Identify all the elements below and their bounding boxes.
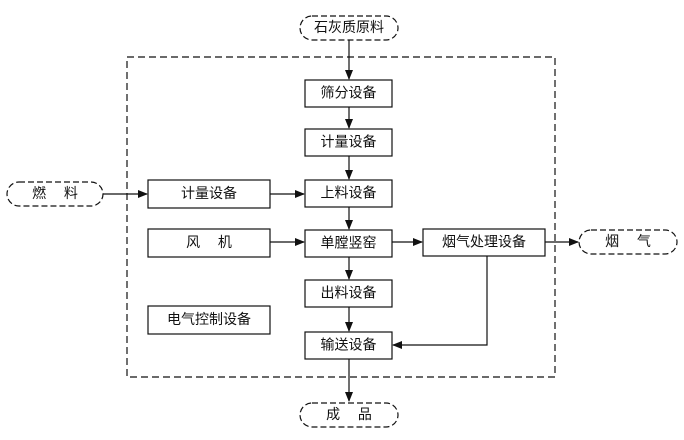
terminal-product-label: 成 品 bbox=[326, 407, 372, 423]
box-electrical-control: 电气控制设备 bbox=[147, 305, 271, 335]
box-metering-top-label: 计量设备 bbox=[321, 134, 377, 151]
box-conveying: 输送设备 bbox=[304, 331, 393, 360]
box-electrical-control-label: 电气控制设备 bbox=[167, 311, 251, 328]
terminal-flue-gas: 烟 气 bbox=[578, 229, 678, 255]
box-kiln: 单膛竖窑 bbox=[304, 229, 393, 258]
box-fan: 风 机 bbox=[147, 228, 271, 258]
box-flue-gas-treatment-label: 烟气处理设备 bbox=[442, 234, 526, 251]
box-discharge-label: 出料设备 bbox=[321, 285, 377, 302]
terminal-flue-gas-label: 烟 气 bbox=[605, 234, 651, 250]
edge-flue-treatment-to-conveying bbox=[392, 256, 488, 349]
box-feeding-label: 上料设备 bbox=[321, 185, 377, 202]
box-metering-top: 计量设备 bbox=[304, 128, 393, 157]
terminal-raw-material-label: 石灰质原料 bbox=[314, 20, 384, 36]
box-kiln-label: 单膛竖窑 bbox=[321, 235, 377, 252]
box-screening: 筛分设备 bbox=[304, 79, 393, 108]
terminal-raw-material: 石灰质原料 bbox=[299, 15, 399, 41]
box-fuel-metering: 计量设备 bbox=[147, 179, 271, 209]
box-fuel-metering-label: 计量设备 bbox=[181, 185, 237, 202]
box-flue-gas-treatment: 烟气处理设备 bbox=[422, 228, 546, 257]
terminal-fuel: 燃 料 bbox=[6, 181, 104, 207]
box-conveying-label: 输送设备 bbox=[321, 337, 377, 354]
terminal-fuel-label: 燃 料 bbox=[32, 185, 78, 202]
box-discharge: 出料设备 bbox=[304, 279, 393, 308]
box-feeding: 上料设备 bbox=[304, 179, 393, 208]
box-fan-label: 风 机 bbox=[186, 235, 232, 251]
system-boundary bbox=[126, 56, 556, 378]
box-screening-label: 筛分设备 bbox=[321, 85, 377, 102]
terminal-product: 成 品 bbox=[299, 402, 399, 428]
